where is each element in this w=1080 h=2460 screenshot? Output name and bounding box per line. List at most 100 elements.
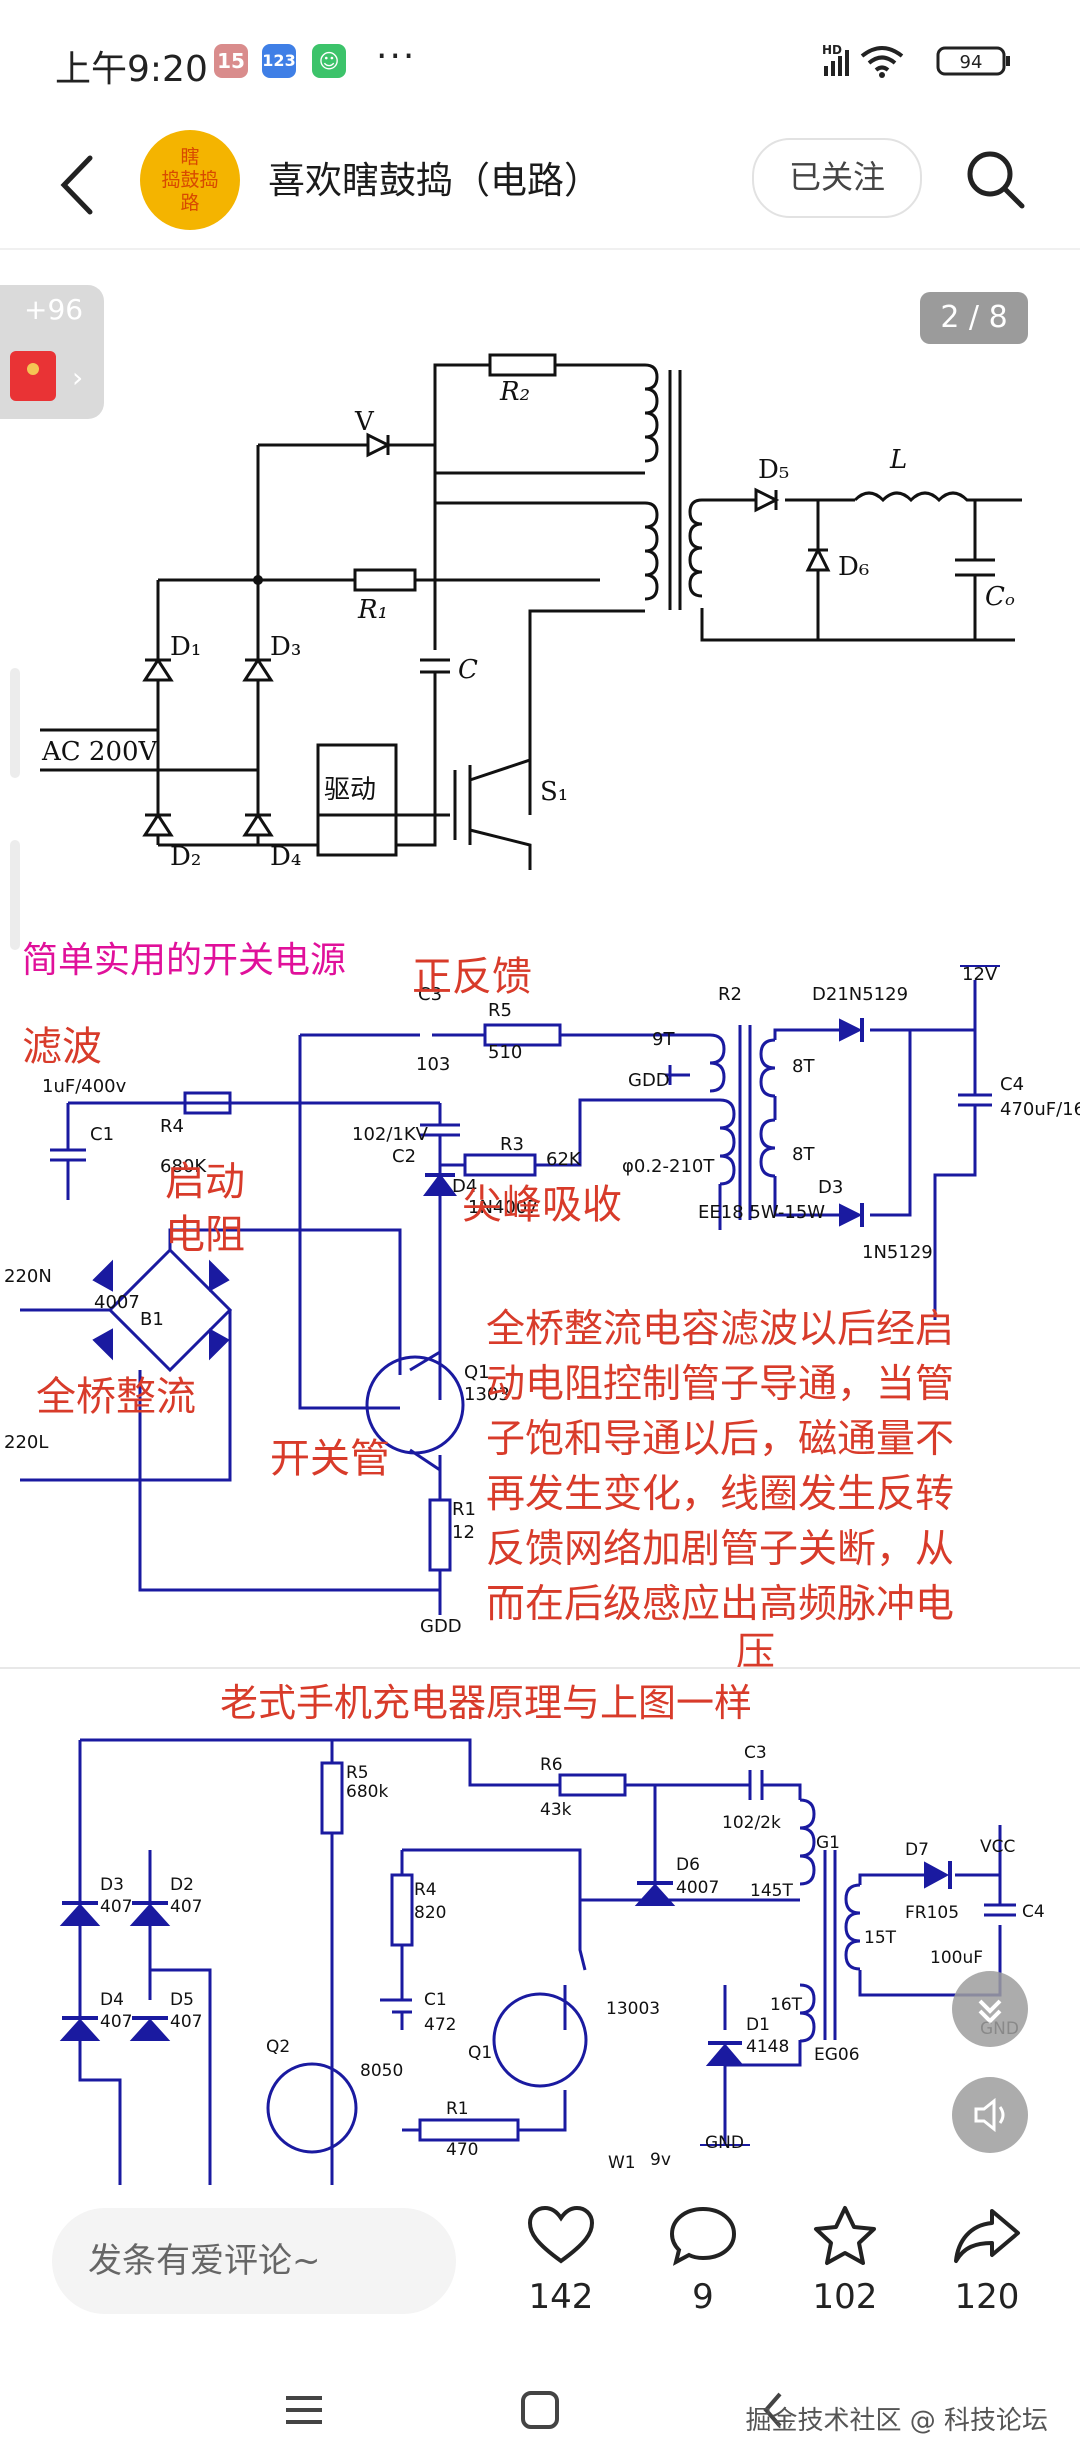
label-v: V xyxy=(354,407,375,437)
like-button[interactable]: 142 xyxy=(511,2205,611,2317)
author-name[interactable]: 喜欢瞎鼓捣（电路） xyxy=(268,159,601,202)
avatar-text-line: 瞎 xyxy=(180,145,200,168)
label-102-1kv: 102/1KV xyxy=(352,1124,429,1145)
annotation-switch-tube: 开关管 xyxy=(270,1436,390,1482)
label-l: L xyxy=(889,445,907,475)
transistor-q2-symbol xyxy=(266,2062,358,2154)
share-button[interactable]: 120 xyxy=(937,2205,1037,2317)
label-c: C xyxy=(458,655,478,685)
star-icon xyxy=(814,2206,876,2265)
follow-button[interactable]: 已关注 xyxy=(752,138,922,218)
chevron-right-icon: › xyxy=(72,361,84,394)
label-c4: C4 xyxy=(1000,1074,1024,1095)
label-1303: 1303 xyxy=(464,1384,510,1405)
label-d3b: D3 xyxy=(818,1177,843,1198)
label-gdd-b: GDD xyxy=(420,1616,462,1637)
circuit-3-title: 老式手机充电器原理与上图一样 xyxy=(220,1681,752,1725)
annotation-startup-2: 电阻 xyxy=(165,1212,245,1258)
label-d4: D₄ xyxy=(270,842,301,872)
label-8t-a: 8T xyxy=(792,1056,815,1077)
speaker-icon xyxy=(974,2097,1005,2133)
label-ac-200v: AC 200V xyxy=(41,737,159,767)
circuit-3-parts xyxy=(59,1861,952,2146)
circuit-2-labels: C3 R5 510 103 R2 D21N5129 12V 9T GDD 8T … xyxy=(4,964,1080,1637)
author-avatar[interactable]: 瞎 捣鼓捣 路 xyxy=(140,130,240,230)
heart-icon xyxy=(527,2205,595,2264)
back-arrow-icon[interactable] xyxy=(50,150,110,220)
label-c3-d6: D6 xyxy=(676,1855,700,1875)
label-r6: R6 xyxy=(540,1755,563,1775)
label-407a: 407 xyxy=(100,1897,132,1917)
label-12v: 12V xyxy=(962,964,998,985)
label-407d: 407 xyxy=(170,2012,202,2032)
menu-icon[interactable] xyxy=(282,2388,326,2432)
label-c3-c4: C4 xyxy=(1022,1902,1045,1922)
reward-red-packet[interactable]: +96 › xyxy=(0,285,104,419)
label-9v: 9v xyxy=(650,2150,671,2170)
junction-dot xyxy=(253,575,263,585)
label-b1: B1 xyxy=(140,1309,164,1330)
status-time: 上午9:20 xyxy=(55,49,208,90)
label-510: 510 xyxy=(488,1042,522,1063)
avatar-text-line: 路 xyxy=(180,191,200,214)
circuit-1-diodes xyxy=(142,353,831,837)
label-4007: 4007 xyxy=(94,1292,140,1313)
label-d7: D7 xyxy=(905,1840,929,1860)
annotation-title: 简单实用的开关电源 xyxy=(22,940,346,981)
circuit-3-labels: R5 680k R6 43k C3 102/2k D3 407 D2 407 R… xyxy=(100,1743,1045,2173)
chat-app-icon: ☺ xyxy=(312,44,346,78)
label-d3: D₃ xyxy=(270,632,301,662)
avatar-text-line: 捣鼓捣 xyxy=(161,168,219,191)
label-8050: 8050 xyxy=(360,2061,403,2081)
comment-count: 9 xyxy=(692,2277,714,2317)
side-scroll-handle[interactable] xyxy=(10,840,20,950)
post-header: 瞎 捣鼓捣 路 喜欢瞎鼓捣（电路） 已关注 xyxy=(0,120,1080,250)
label-d2: D₂ xyxy=(170,842,201,872)
label-220n: 220N xyxy=(4,1266,52,1287)
label-r5: R5 xyxy=(488,1000,512,1021)
red-envelope-icon xyxy=(10,351,56,401)
home-icon[interactable] xyxy=(518,2388,562,2432)
label-100uf: 100uF xyxy=(930,1948,983,1968)
label-r4b: R4 xyxy=(160,1116,184,1137)
description-line: 而在后级感应出高频脉冲电 xyxy=(486,1582,954,1627)
label-c1b: C1 xyxy=(90,1124,114,1145)
label-fr105: FR105 xyxy=(905,1903,959,1923)
description-line: 全桥整流电容滤波以后经启 xyxy=(486,1307,954,1352)
scroll-down-button[interactable] xyxy=(952,1971,1028,2047)
circuit-1-labels: D₁ D₃ D₂ D₄ V R₂ R₁ C AC 200V 驱动 S₁ D₅ D… xyxy=(41,377,1015,872)
label-470: 470 xyxy=(446,2140,478,2160)
label-c3-d4: D4 xyxy=(100,1990,124,2010)
label-43k: 43k xyxy=(540,1800,572,1820)
double-chevron-down-icon xyxy=(978,1999,1002,2024)
annotation-startup-1: 启动 xyxy=(165,1159,245,1205)
battery-level: 94 xyxy=(960,52,983,73)
label-c3-d3: D3 xyxy=(100,1875,124,1895)
description-line: 反馈网络加剧管子关断，从 xyxy=(486,1527,954,1572)
comment-button[interactable]: 9 xyxy=(653,2205,753,2317)
label-r3b: R3 xyxy=(500,1134,524,1155)
back-nav-icon[interactable] xyxy=(752,2388,796,2432)
label-coil: φ0.2-210T xyxy=(622,1156,715,1177)
label-1n5129: 1N5129 xyxy=(862,1242,933,1263)
label-c3-d1: D1 xyxy=(746,2015,770,2035)
network-hd-label: HD xyxy=(822,43,842,57)
favorite-button[interactable]: 102 xyxy=(795,2205,895,2317)
comment-input[interactable]: 发条有爱评论~ xyxy=(52,2208,456,2314)
label-4148: 4148 xyxy=(746,2037,789,2057)
schematic-image: D₁ D₃ D₂ D₄ V R₂ R₁ C AC 200V 驱动 S₁ D₅ D… xyxy=(0,250,1080,2185)
label-c3-r1: R1 xyxy=(446,2099,469,2119)
label-680k: 680K xyxy=(160,1156,207,1177)
label-r1b: R1 xyxy=(452,1499,476,1520)
system-nav-bar: 掘金技术社区 @ 科技论坛 xyxy=(0,2360,1080,2460)
post-image[interactable]: D₁ D₃ D₂ D₄ V R₂ R₁ C AC 200V 驱动 S₁ D₅ D… xyxy=(0,250,1080,2185)
circuit-2-annotations: 简单实用的开关电源 正反馈 滤波 启动 电阻 尖峰吸收 全桥整流 开关管 全桥整… xyxy=(22,940,954,1675)
label-1n4007: 1N4007 xyxy=(468,1197,539,1218)
side-scroll-handle[interactable] xyxy=(10,668,20,778)
annotation-positive-feedback: 正反馈 xyxy=(412,954,532,1000)
search-icon[interactable] xyxy=(960,144,1030,214)
label-d2b: D21N5129 xyxy=(812,984,908,1005)
sound-toggle-button[interactable] xyxy=(952,2077,1028,2153)
annotation-full-bridge: 全桥整流 xyxy=(36,1374,196,1420)
battery-icon: 94 xyxy=(936,46,1010,76)
